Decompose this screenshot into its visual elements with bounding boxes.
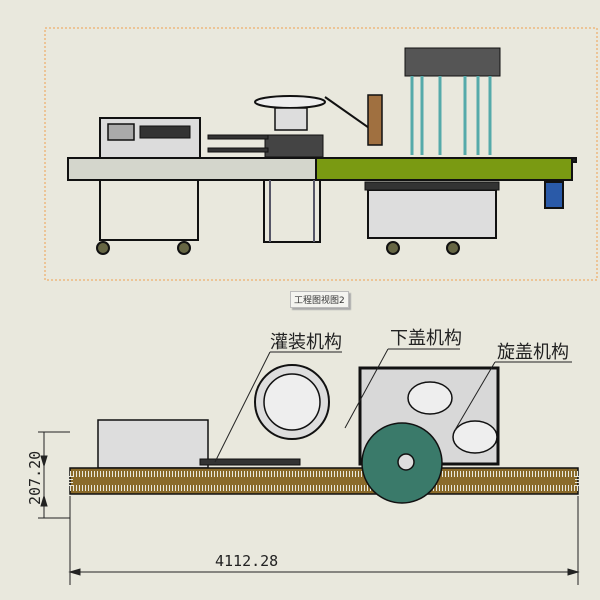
middle-stand xyxy=(263,179,321,243)
filling-rail xyxy=(199,458,301,466)
top-view-machine xyxy=(67,364,581,504)
control-buttons xyxy=(139,125,191,139)
length-dimension: 4112.28 xyxy=(215,552,278,570)
conveyor-chain xyxy=(69,467,579,495)
conveyor-motor xyxy=(544,181,564,209)
capping-head xyxy=(452,420,498,454)
callout-cap-feeding: 下盖机构 xyxy=(390,328,462,349)
filling-head xyxy=(404,47,501,77)
caster-wheel xyxy=(446,241,460,255)
left-table-frame xyxy=(99,179,199,241)
conveyor-green-section xyxy=(315,157,573,181)
view-label[interactable]: 工程图视图2 xyxy=(290,291,349,308)
cap-feeder-head xyxy=(407,381,453,415)
caster-wheel xyxy=(177,241,191,255)
pump-cabinet xyxy=(367,189,497,239)
callout-filling: 灌装机构 xyxy=(270,332,342,353)
capping-cylinder xyxy=(367,94,383,146)
caster-wheel xyxy=(386,241,400,255)
control-screen xyxy=(107,123,135,141)
cap-feeding-leader xyxy=(344,348,389,429)
front-view-machine xyxy=(67,47,577,255)
capping-leader xyxy=(454,361,496,431)
front-view-frame[interactable] xyxy=(44,27,598,281)
filling-leader xyxy=(214,351,271,463)
callout-capping: 旋盖机构 xyxy=(497,342,569,363)
conveyor-grey-section xyxy=(67,157,317,181)
caster-wheel xyxy=(96,241,110,255)
vibratory-bowl xyxy=(254,95,326,109)
control-box-top xyxy=(97,419,209,469)
height-dimension: 207.20 xyxy=(26,451,44,505)
